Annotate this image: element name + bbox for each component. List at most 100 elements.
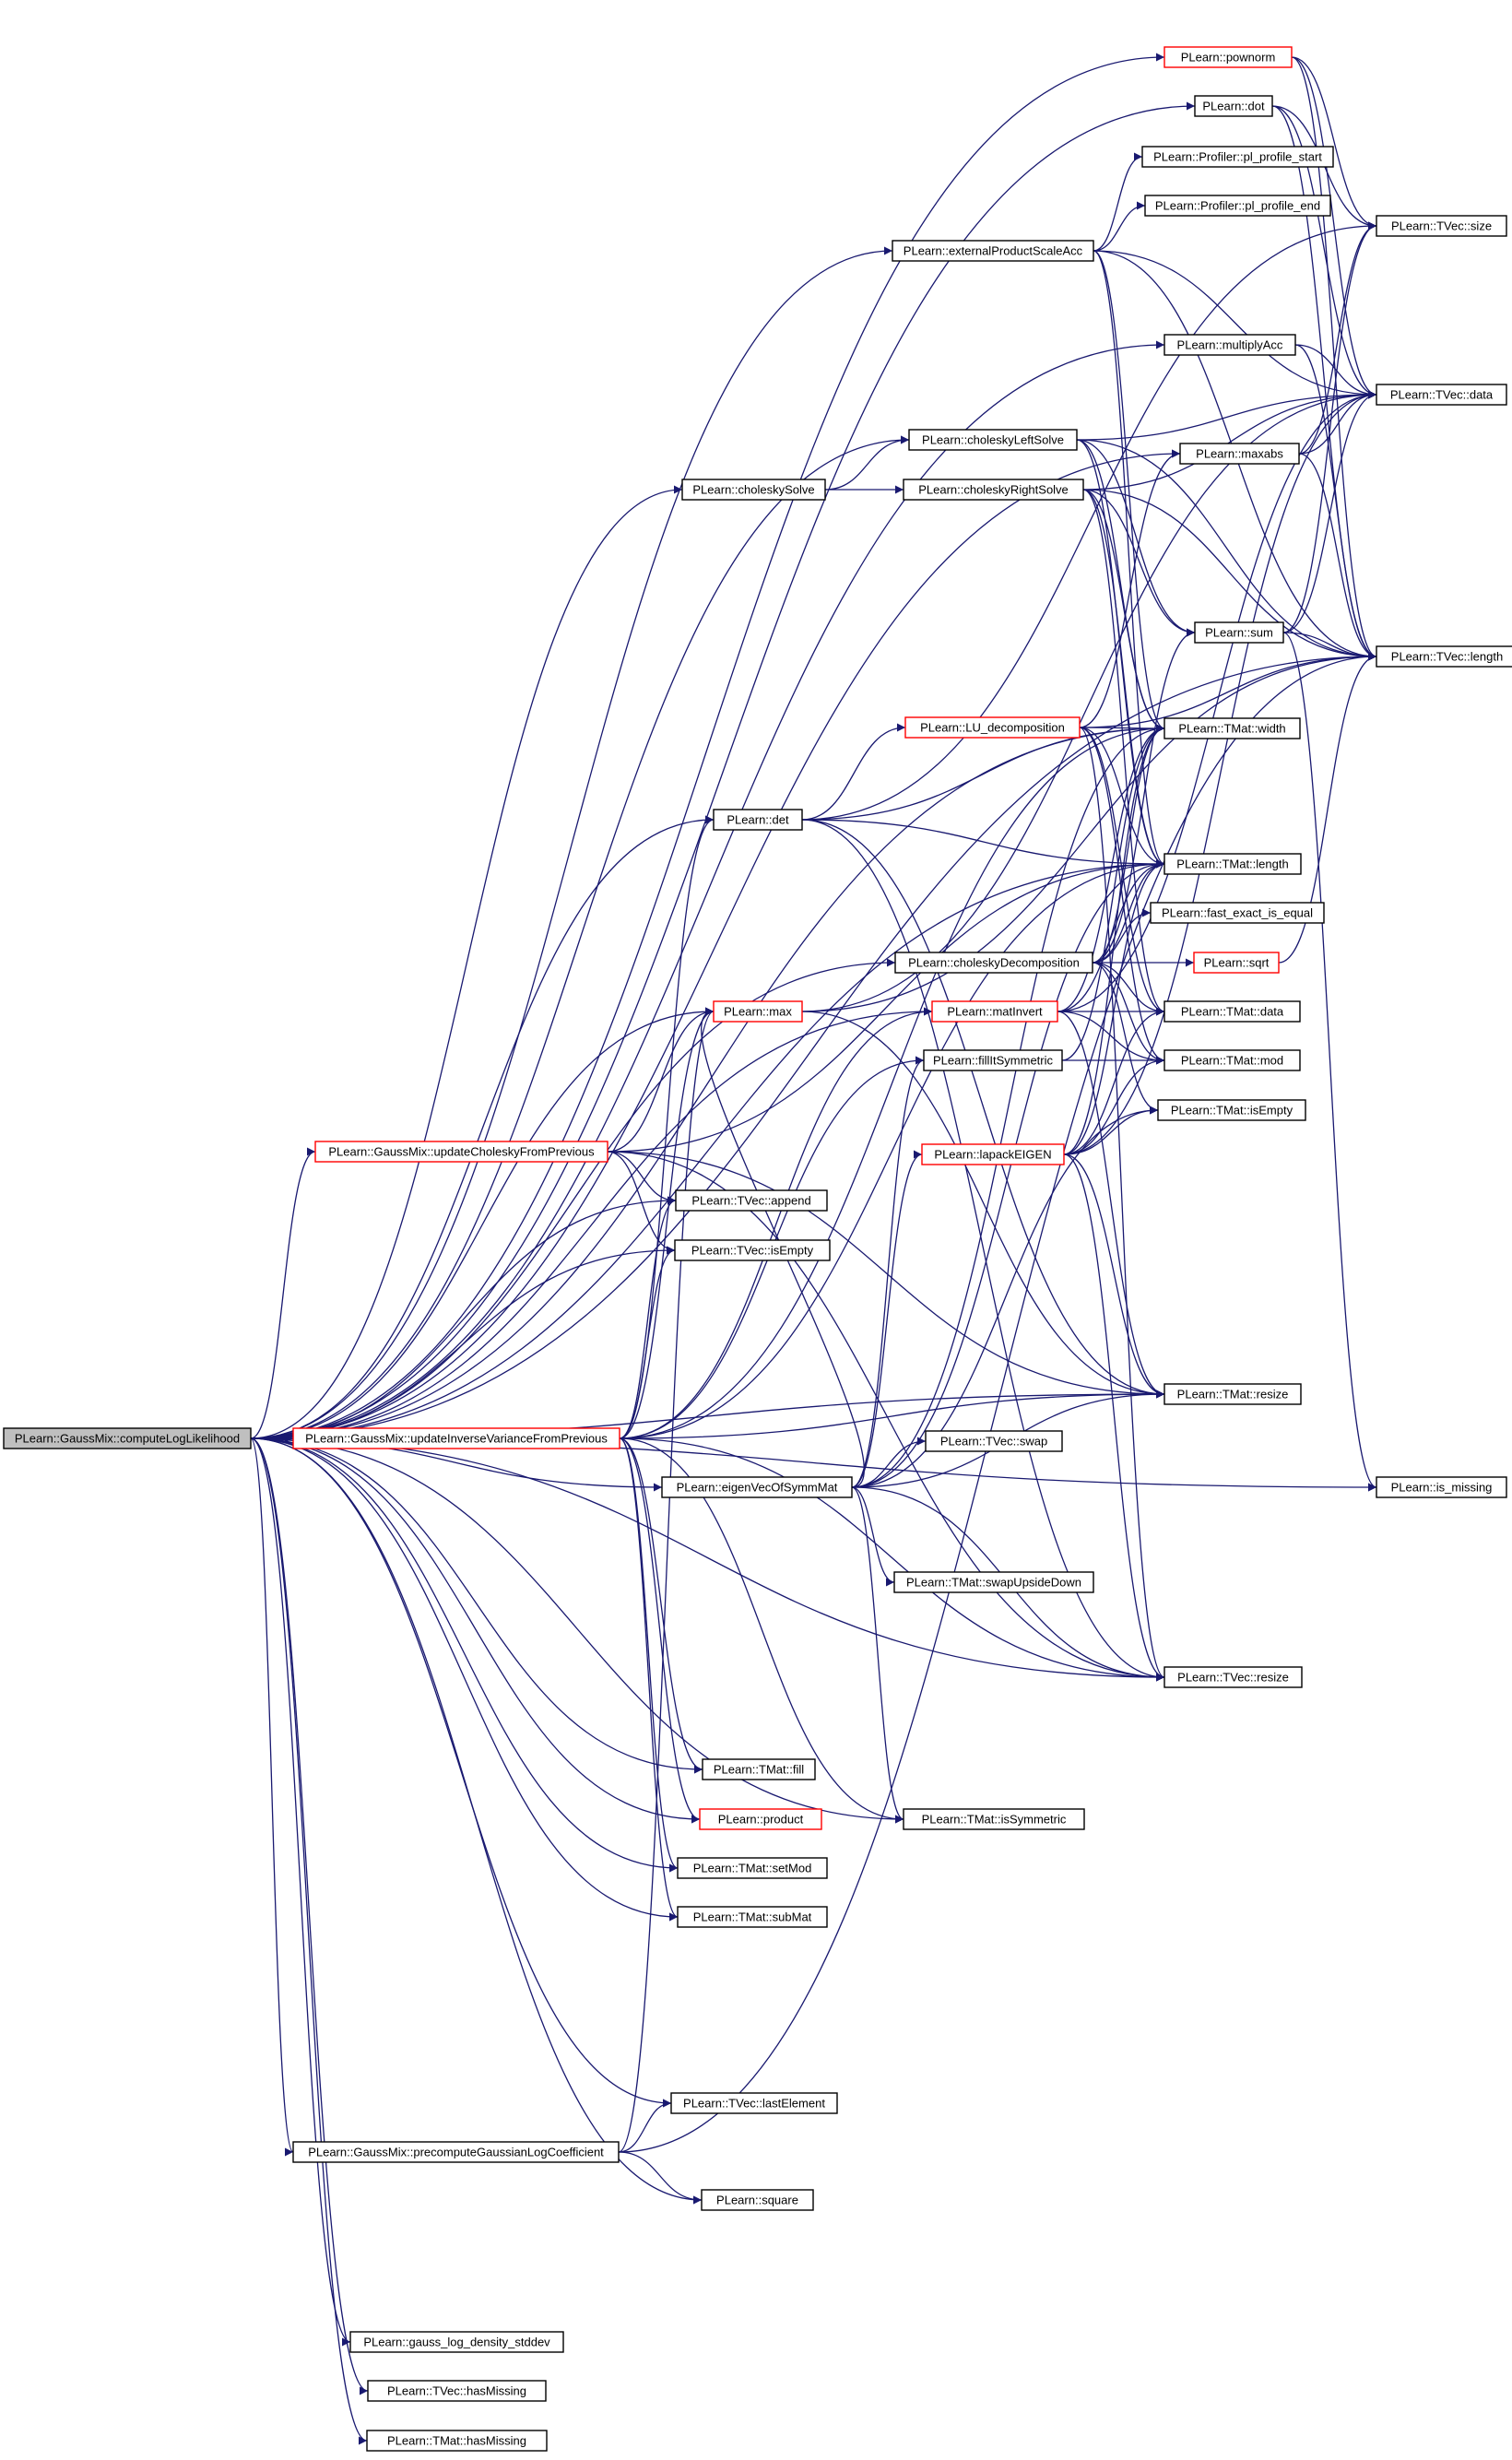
edge-lapack-eigen-to-tmat-data [1063,1007,1165,1155]
node-box [675,1189,828,1212]
node-box [349,2331,564,2353]
node-is-symmetric[interactable]: PLearn::TMat::isSymmetric [903,1808,1085,1830]
node-tmat-mod[interactable]: PLearn::TMat::mod [1164,1049,1301,1071]
node-det[interactable]: PLearn::det [713,809,803,831]
edge-cholesky-decomposition-to-sum [1092,628,1196,964]
edge-eigen-vec-of-symm-mat-to-tmat-width [851,724,1165,1488]
node-last-element[interactable]: PLearn::TVec::lastElement [670,2092,838,2114]
node-gauss-log-density-stddev[interactable]: PLearn::gauss_log_density_stddev [349,2331,564,2353]
node-tvec-size[interactable]: PLearn::TVec::size [1376,215,1507,237]
edge-compute-log-likelihood-to-cholesky-left-solve [250,435,910,1439]
edge-compute-log-likelihood-to-tmat-width [250,724,1165,1439]
edge-lapack-eigen-to-tvec-resize [1063,1153,1165,1682]
edge-update-inverse-variance-from-previous-to-tvec-resize [619,1437,1165,1682]
node-eigen-vec-of-symm-mat[interactable]: PLearn::eigenVecOfSymmMat [661,1476,853,1498]
node-cholesky-solve[interactable]: PLearn::choleskySolve [681,479,826,501]
node-fill-it-symmetric[interactable]: PLearn::fillItSymmetric [923,1049,1063,1071]
node-compute-log-likelihood[interactable]: PLearn::GaussMix::computeLogLikelihood [3,1427,252,1449]
node-lapack-eigen[interactable]: PLearn::lapackEIGEN [921,1143,1065,1165]
node-box [3,1427,252,1449]
node-label: PLearn::maxabs [1196,447,1283,461]
node-max[interactable]: PLearn::max [713,1000,803,1023]
node-tvec-append[interactable]: PLearn::TVec::append [675,1189,828,1212]
node-update-cholesky-from-previous[interactable]: PLearn::GaussMix::updateCholeskyFromPrev… [314,1141,608,1163]
node-update-inverse-variance-from-previous[interactable]: PLearn::GaussMix::updateInverseVarianceF… [292,1427,620,1449]
node-box [366,2430,548,2452]
node-tvec-data[interactable]: PLearn::TVec::data [1376,384,1507,406]
node-label: PLearn::TMat::width [1178,722,1285,736]
node-tmat-width[interactable]: PLearn::TMat::width [1164,717,1301,739]
node-multiply-acc[interactable]: PLearn::multiplyAcc [1164,334,1296,356]
node-label: PLearn::TMat::isSymmetric [922,1813,1067,1827]
node-dot[interactable]: PLearn::dot [1194,95,1273,117]
node-box [1164,853,1302,875]
node-label: PLearn::choleskyLeftSolve [922,433,1064,447]
node-tmat-resize[interactable]: PLearn::TMat::resize [1164,1383,1302,1405]
node-box [677,1906,828,1928]
edge-max-to-tvec-length [801,652,1377,1012]
node-box [661,1476,853,1498]
edge-mat-invert-to-tmat-resize [1057,1011,1165,1399]
node-label: PLearn::externalProductScaleAcc [904,244,1083,258]
node-box [1194,621,1284,644]
edge-sum-to-tvec-length [1282,632,1377,661]
node-is-missing[interactable]: PLearn::is_missing [1376,1476,1507,1498]
node-cholesky-decomposition[interactable]: PLearn::choleskyDecomposition [894,952,1093,974]
node-label: PLearn::TVec::lastElement [683,2097,825,2111]
edge-det-to-tvec-size [801,221,1377,821]
node-pl-profile-end[interactable]: PLearn::Profiler::pl_profile_end [1144,195,1331,217]
node-tvec-resize[interactable]: PLearn::TVec::resize [1164,1666,1303,1688]
node-cholesky-left-solve[interactable]: PLearn::choleskyLeftSolve [908,429,1078,451]
node-box [904,716,1081,739]
edge-compute-log-likelihood-to-cholesky-solve [250,485,683,1439]
node-label: PLearn::TMat::mod [1181,1054,1283,1068]
edge-update-inverse-variance-from-previous-to-tmat-fill [619,1437,703,1774]
edge-external-product-scale-acc-to-tmat-width [1093,250,1165,733]
node-maxabs[interactable]: PLearn::maxabs [1179,443,1300,465]
node-tvec-is-empty[interactable]: PLearn::TVec::isEmpty [674,1239,831,1261]
node-label: PLearn::dot [1202,100,1265,113]
node-mat-invert[interactable]: PLearn::matInvert [931,1000,1058,1023]
node-lu-decomposition[interactable]: PLearn::LU_decomposition [904,716,1081,739]
node-fast-exact-is-equal[interactable]: PLearn::fast_exact_is_equal [1150,902,1325,924]
edge-compute-log-likelihood-to-tmat-length [250,859,1165,1439]
node-tmat-length[interactable]: PLearn::TMat::length [1164,853,1302,875]
edge-update-cholesky-from-previous-to-tvec-resize [607,1151,1165,1682]
node-sum[interactable]: PLearn::sum [1194,621,1284,644]
node-tmat-has-missing[interactable]: PLearn::TMat::hasMissing [366,2430,548,2452]
node-pownorm[interactable]: PLearn::pownorm [1164,46,1293,68]
node-tmat-fill[interactable]: PLearn::TMat::fill [702,1758,816,1780]
node-tvec-swap[interactable]: PLearn::TVec::swap [925,1430,1063,1452]
node-label: PLearn::choleskyDecomposition [908,956,1080,970]
node-sub-mat[interactable]: PLearn::TMat::subMat [677,1906,828,1928]
node-square[interactable]: PLearn::square [701,2189,814,2211]
node-pl-profile-start[interactable]: PLearn::Profiler::pl_profile_start [1141,146,1334,168]
node-box [925,1430,1063,1452]
node-label: PLearn::TVec::data [1390,388,1494,402]
node-sqrt[interactable]: PLearn::sqrt [1193,952,1280,974]
node-tvec-length[interactable]: PLearn::TVec::length [1376,645,1512,668]
edge-cholesky-right-solve-to-tvec-length [1082,489,1377,661]
node-cholesky-right-solve[interactable]: PLearn::choleskyRightSolve [903,479,1084,501]
node-set-mod[interactable]: PLearn::TMat::setMod [677,1857,828,1879]
node-label: PLearn::GaussMix::precomputeGaussianLogC… [308,2146,604,2159]
node-external-product-scale-acc[interactable]: PLearn::externalProductScaleAcc [892,240,1094,262]
node-label: PLearn::Profiler::pl_profile_start [1153,150,1322,164]
node-box [1164,46,1293,68]
node-tmat-is-empty[interactable]: PLearn::TMat::isEmpty [1157,1099,1306,1121]
node-precompute-gaussian-log-coefficient[interactable]: PLearn::GaussMix::precomputeGaussianLogC… [292,2141,620,2163]
node-box [367,2380,547,2402]
node-tvec-has-missing[interactable]: PLearn::TVec::hasMissing [367,2380,547,2402]
edge-det-to-tmat-resize [801,819,1165,1399]
node-box [292,2141,620,2163]
node-tmat-data[interactable]: PLearn::TMat::data [1164,1000,1301,1023]
node-swap-upside-down[interactable]: PLearn::TMat::swapUpsideDown [893,1571,1094,1593]
node-label: PLearn::det [726,813,789,827]
node-label: PLearn::TVec::append [691,1194,810,1208]
node-box [1164,1666,1303,1688]
node-label: PLearn::multiplyAcc [1177,338,1283,352]
node-box [701,2189,814,2211]
node-product[interactable]: PLearn::product [699,1808,822,1830]
edge-pownorm-to-tvec-length [1291,56,1377,661]
edge-cholesky-right-solve-to-tvec-data [1082,390,1377,491]
